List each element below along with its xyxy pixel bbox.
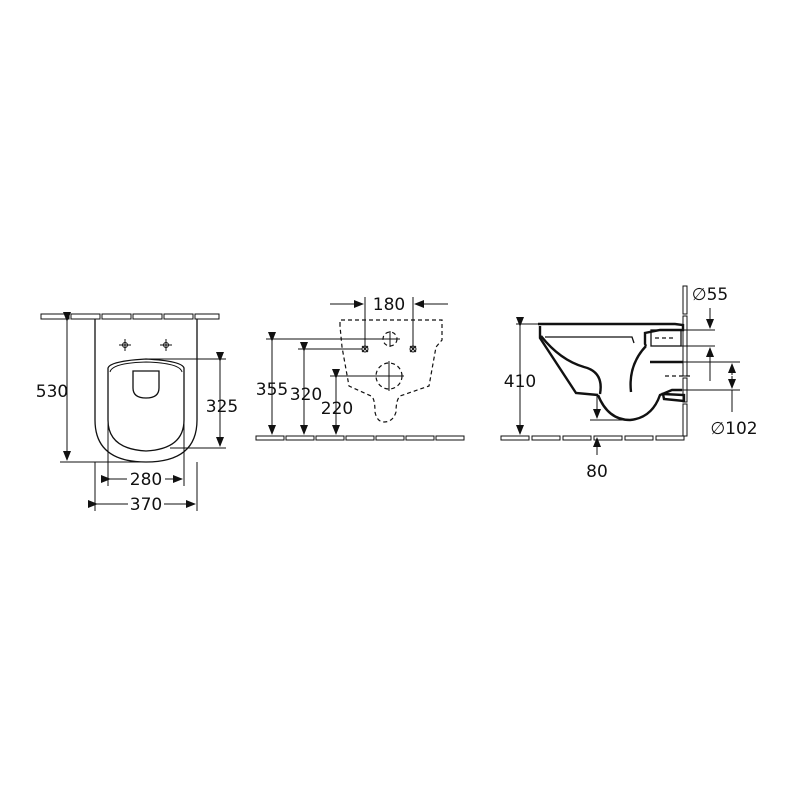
front-view: 180 355 320 220 bbox=[255, 295, 465, 441]
wall-line-side bbox=[682, 285, 688, 437]
bowl-outline-dashed bbox=[339, 319, 443, 423]
dim-outlet-diameter: ∅102 bbox=[710, 419, 757, 439]
dim-530: 530 bbox=[36, 382, 68, 402]
dim-80: 80 bbox=[586, 462, 608, 482]
bolt-mark-icon bbox=[119, 339, 172, 351]
floor-line-side bbox=[500, 435, 685, 441]
seat-outline bbox=[107, 358, 185, 452]
top-view: 530 325 280 370 bbox=[36, 312, 238, 515]
side-view: 410 ∅55 ∅102 80 bbox=[500, 285, 758, 482]
bolt-hole-icon bbox=[361, 345, 417, 353]
bowl-outline bbox=[94, 319, 198, 463]
seat-opening bbox=[132, 370, 160, 399]
bowl-profile bbox=[538, 322, 685, 347]
dim-180: 180 bbox=[373, 295, 405, 315]
wall-line-top bbox=[40, 313, 220, 320]
dim-325: 325 bbox=[206, 397, 238, 417]
dim-320: 320 bbox=[290, 385, 322, 405]
dim-355: 355 bbox=[256, 380, 288, 400]
dim-370: 370 bbox=[130, 495, 162, 515]
dim-220: 220 bbox=[321, 399, 353, 419]
dim-280: 280 bbox=[130, 470, 162, 490]
dim-410: 410 bbox=[504, 372, 536, 392]
dim-inlet-diameter: ∅55 bbox=[692, 285, 728, 305]
floor-line-front bbox=[255, 435, 465, 441]
